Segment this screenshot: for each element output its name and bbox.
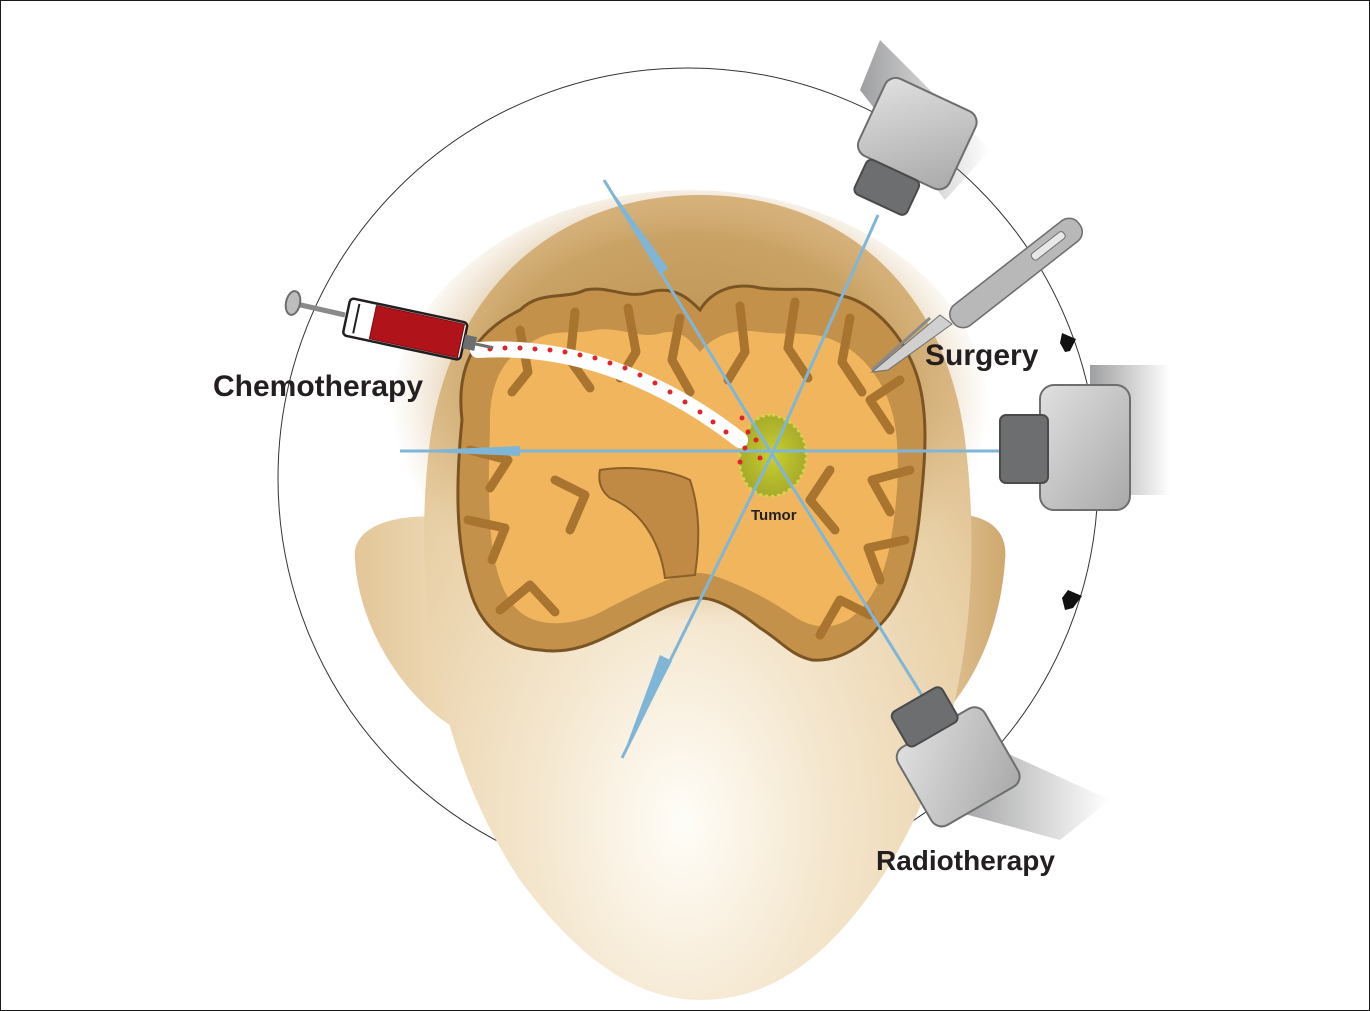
tumor-label: Tumor: [751, 507, 797, 524]
surgery-label: Surgery: [925, 339, 1039, 372]
radiotherapy-label: Radiotherapy: [876, 845, 1055, 876]
chemotherapy-label: Chemotherapy: [213, 370, 423, 403]
